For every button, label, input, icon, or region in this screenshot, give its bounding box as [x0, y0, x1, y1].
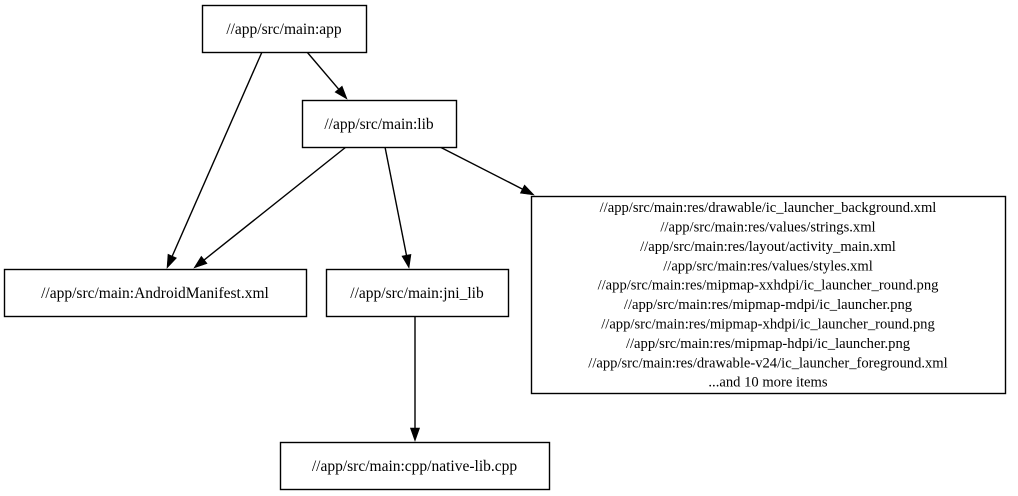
graph-edge-lib-to-res_group [439, 146, 535, 196]
node-box[interactable] [325, 268, 510, 318]
node-label-line: ...and 10 more items [708, 375, 827, 391]
graph-node-lib[interactable]: //app/src/main:lib [301, 99, 458, 149]
edge-arrowhead-icon [409, 427, 421, 442]
node-label-line: //app/src/main:res/layout/activity_main.… [640, 239, 896, 255]
graph-node-app[interactable]: //app/src/main:app [201, 4, 368, 54]
node-label-line: //app/src/main:res/mipmap-hdpi/ic_launch… [626, 336, 911, 352]
node-label: //app/src/main:res/drawable/ic_launcher_… [588, 200, 947, 391]
graph-edge-app-to-manifest [166, 51, 263, 269]
edge-arrowhead-icon [166, 253, 177, 269]
edge-arrowhead-icon [193, 255, 208, 269]
node-label-line: //app/src/main:res/mipmap-mdpi/ic_launch… [624, 297, 913, 313]
node-box[interactable] [301, 99, 458, 149]
node-label-line: //app/src/main:res/values/strings.xml [660, 220, 875, 236]
node-box[interactable] [201, 4, 368, 54]
graph-edge-lib-to-manifest [193, 146, 347, 269]
graph-node-native_lib[interactable]: //app/src/main:cpp/native-lib.cpp [279, 441, 551, 491]
node-label-line: //app/src/main:res/drawable/ic_launcher_… [600, 200, 937, 216]
node-label-line: //app/src/main:res/mipmap-xxhdpi/ic_laun… [598, 278, 940, 294]
edges-layer [166, 51, 535, 442]
node-label-line: //app/src/main:res/drawable-v24/ic_launc… [588, 355, 947, 371]
node-box[interactable] [279, 441, 551, 491]
graph-node-jni_lib[interactable]: //app/src/main:jni_lib [325, 268, 510, 318]
node-label: //app/src/main:lib [324, 116, 434, 133]
graph-edge-jni_lib-to-native_lib [409, 316, 421, 442]
node-label: //app/src/main:cpp/native-lib.cpp [312, 458, 518, 475]
edge-line [306, 51, 340, 90]
nodes-layer: //app/src/main:app //app/src/main:lib //ap… [3, 4, 1007, 491]
graph-node-res_group[interactable]: //app/src/main:res/drawable/ic_launcher_… [530, 195, 1007, 395]
node-label-line: //app/src/main:res/values/styles.xml [663, 258, 873, 274]
edge-line [384, 146, 408, 256]
node-box[interactable] [530, 195, 1007, 395]
node-label: //app/src/main:AndroidManifest.xml [41, 285, 269, 302]
node-box[interactable] [3, 268, 308, 318]
node-label: //app/src/main:jni_lib [350, 285, 484, 302]
graph-node-manifest[interactable]: //app/src/main:AndroidManifest.xml [3, 268, 308, 318]
edge-arrowhead-icon [519, 184, 535, 196]
node-label-line: //app/src/main:res/mipmap-xhdpi/ic_launc… [601, 317, 935, 333]
edge-arrowhead-icon [401, 253, 412, 269]
edge-line [171, 51, 263, 257]
node-label: //app/src/main:app [226, 21, 342, 38]
graph-edge-lib-to-jni_lib [384, 146, 412, 269]
graph-edge-app-to-lib [306, 51, 348, 100]
edge-arrowhead-icon [334, 85, 348, 100]
edge-line [203, 146, 347, 261]
edge-line [439, 146, 523, 190]
